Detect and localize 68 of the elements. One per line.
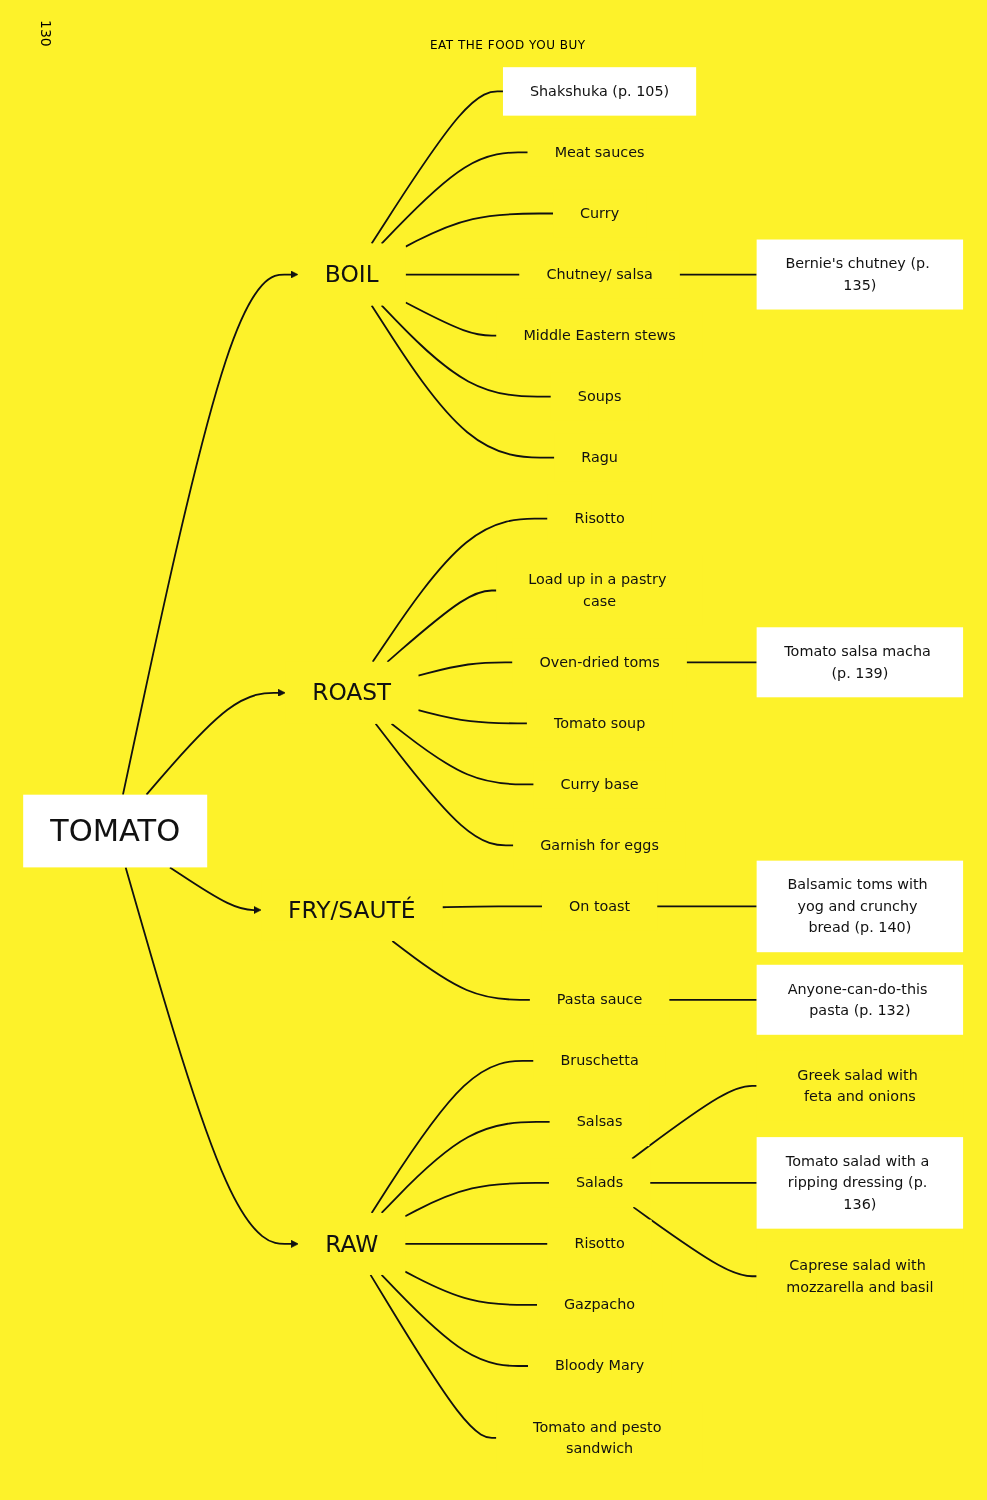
connector (679, 273, 758, 276)
node-box: Tomato salad with a ripping dressing (p. 136) (757, 1137, 964, 1229)
connector (405, 301, 498, 337)
node-text: Curry (580, 204, 620, 222)
connector (404, 1270, 539, 1306)
arrow (122, 270, 299, 796)
connector (371, 1059, 535, 1214)
connector (441, 905, 544, 909)
node-text: Garnish for eggs (540, 836, 660, 854)
node-text: FRY/SAUTÉ (288, 896, 416, 924)
node-text: BOIL (325, 260, 380, 288)
node-text: Bruschetta (560, 1051, 640, 1069)
connector (370, 1274, 498, 1439)
connector (417, 661, 514, 677)
node-box: Tomato salsa macha (p. 139) (757, 627, 964, 698)
node-text: Load up in a pastry case (528, 570, 667, 610)
connector (668, 998, 758, 1001)
connector (405, 212, 555, 248)
connector (404, 1182, 551, 1218)
arrow (145, 688, 286, 796)
connector (371, 90, 505, 245)
node-text: Greek salad with feta and onions (797, 1066, 919, 1105)
node-text: Ragu (581, 448, 619, 466)
node-text: RAW (325, 1230, 379, 1257)
node-text: Risotto (574, 509, 626, 527)
connector (372, 517, 549, 663)
connector (381, 304, 553, 398)
node-text: Oven-dried toms (539, 653, 661, 671)
connector (371, 304, 556, 459)
node-text: Middle Eastern stews (523, 326, 677, 344)
connector (391, 940, 532, 1001)
node-box: Shakshuka (p. 105) (503, 67, 697, 116)
node-text: Salads (576, 1173, 624, 1191)
connector (686, 661, 758, 664)
node-text: Soups (578, 387, 622, 405)
node-box: Anyone-can-do-this pasta (p. 132) (757, 964, 964, 1035)
node-text: Tomato soup (554, 714, 646, 732)
node-text: ROAST (312, 678, 392, 706)
node-box: Bernie's chutney (p. 135) (757, 239, 964, 310)
connector (375, 722, 515, 847)
node-text: On toast (569, 897, 631, 915)
running-header: EAT THE FOOD YOU BUY (430, 38, 586, 52)
node-text: Pasta sauce (557, 990, 643, 1008)
connector (656, 905, 758, 908)
arrow (169, 866, 262, 914)
node-text: Caprese salad with mozzarella and basil (786, 1256, 934, 1296)
node-text: Tomato and pesto sandwich (533, 1418, 662, 1457)
node-text: Risotto (574, 1234, 626, 1253)
node-box: Balsamic toms with yog and crunchy bread (p. 140) (757, 860, 964, 953)
node-text: Gazpacho (564, 1295, 636, 1314)
connector (386, 589, 498, 663)
node-box: TOMATO (23, 794, 208, 868)
connector (381, 1120, 552, 1214)
connector (649, 1182, 758, 1184)
connector (391, 722, 535, 786)
connector (417, 709, 529, 725)
node-text: Meat sauces (555, 143, 645, 161)
connector (381, 151, 529, 245)
connector (381, 1274, 530, 1367)
connector (631, 1085, 758, 1160)
node-text: Chutney/ salsa (546, 265, 654, 283)
node-text: Salsas (577, 1112, 623, 1130)
node-text: Curry base (560, 775, 639, 793)
connector (404, 1243, 549, 1245)
connector (405, 273, 521, 276)
page-number: 130 (38, 20, 54, 47)
node-text: Bloody Mary (555, 1357, 645, 1375)
connector (632, 1206, 758, 1278)
